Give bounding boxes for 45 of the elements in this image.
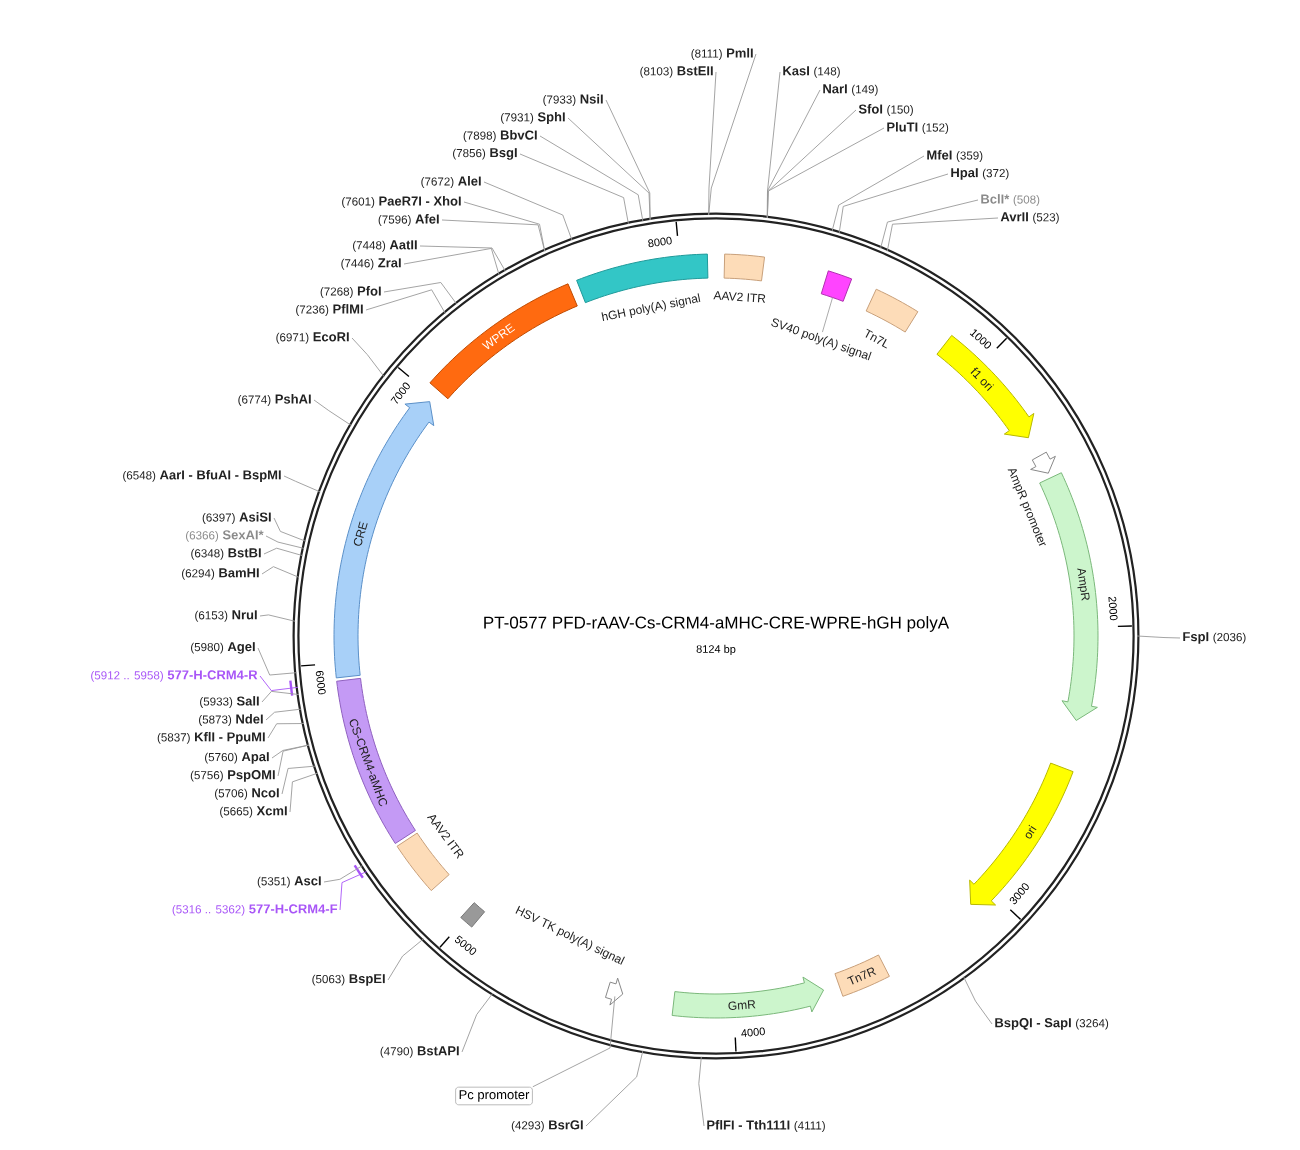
leader-line [273,517,307,542]
promoter-marker [605,977,624,1006]
leader-line [387,938,424,981]
leader-line [265,708,302,721]
leader-line [339,871,368,911]
leader-line [263,547,304,557]
leader-line [461,992,494,1053]
leader-line [880,199,979,249]
leader-line [323,864,364,883]
leader-line [351,337,385,378]
leader-line [419,245,506,272]
leader-line [519,153,629,225]
leader-line [265,535,305,549]
leader-line [383,282,458,305]
leader-line [271,744,310,759]
leader-line [585,1050,644,1127]
leader-line [708,71,717,216]
leader-line [261,690,300,703]
leader-line [483,181,573,241]
leader-line [259,614,296,622]
leader-line [963,976,993,1025]
leader-line [886,217,999,252]
leader-line [267,723,305,739]
leader-line [283,475,321,493]
leader-line [698,1056,705,1127]
leader-line [539,135,644,222]
leader-line [441,219,546,252]
leader-line [831,155,925,232]
leader-line [567,117,651,221]
leader-line [289,772,319,813]
leader-line [838,173,949,234]
leader-line [403,247,500,276]
leader-line [281,765,316,795]
leader-line [1136,635,1181,639]
leader-line [259,675,299,692]
leader-line [365,289,446,314]
leader-line [463,201,546,252]
leader-line [261,566,300,578]
leader-line [766,127,885,219]
leader-line [277,744,310,777]
leader-line [532,995,616,1088]
leader-line [257,647,297,676]
map-title: PT-0577 PFD-rAAV-Cs-CRM4-aMHC-CRE-WPRE-hGH polyA [484,616,950,632]
leader-line [313,399,352,426]
leader-line [708,53,757,216]
